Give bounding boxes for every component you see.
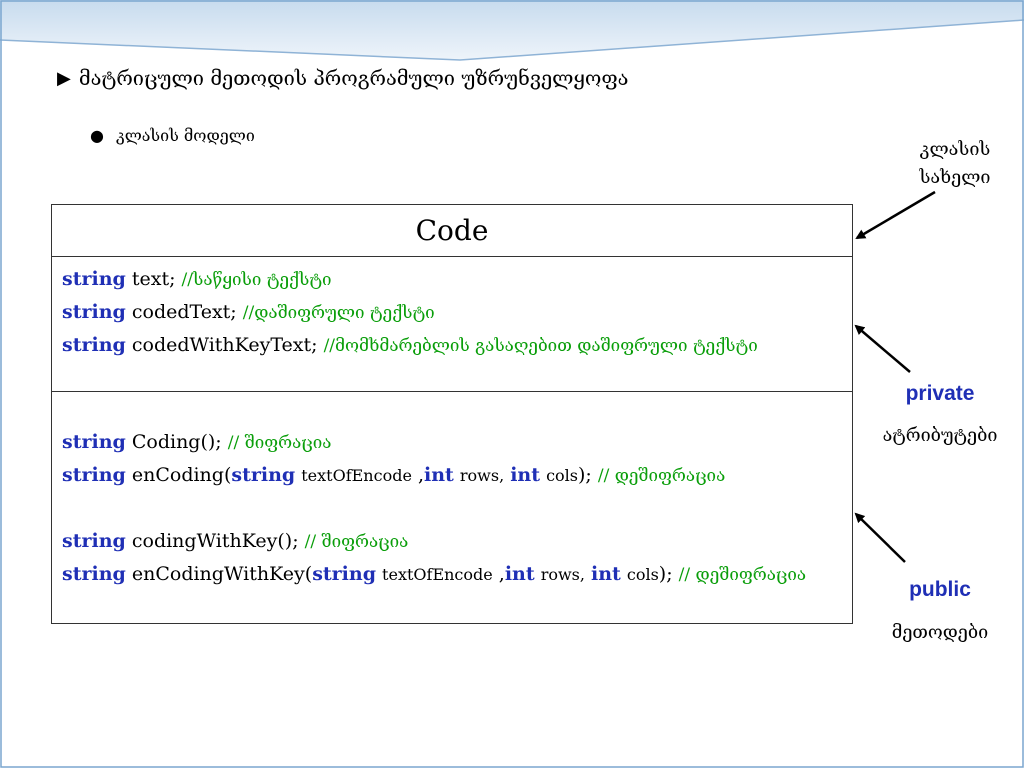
uml-class-name: Code [52,205,852,257]
circle-bullet-icon: ● [90,126,104,145]
attribute-decl: codedWithKeyText; [131,334,318,356]
method-line: string enCoding(string textOfEncode ,int… [62,459,852,492]
attribute-line: string text; //საწყისი ტექსტი [62,263,852,296]
code-comment: //საწყისი ტექსტი [181,270,332,290]
uml-methods-section: string Coding(); // შიფრაცია string enCo… [52,392,852,591]
type-keyword: string [62,334,126,356]
param-name: textOfEncode [382,565,493,584]
param-name: cols [546,466,578,485]
param-name: textOfEncode [301,466,412,485]
uml-class-box: Code string text; //საწყისი ტექსტი strin… [51,204,853,624]
class-name-label-line1: კლასის [919,139,991,160]
arrow-public [854,512,906,563]
slide-heading: ▶ მატრიცული მეთოდის პროგრამული უზრუნველყ… [57,66,628,90]
method-decl: Coding(); [131,431,222,453]
class-name-label: კლასის სახელი [900,136,1010,192]
header-band [0,0,1024,60]
param-name: rows, [540,565,585,584]
header-band-edge [0,19,1024,61]
param-name: cols [626,565,659,584]
code-comment: //მომხმარებლის გასაღებით დაშიფრული ტექსტ… [323,336,758,356]
private-label: private [905,382,975,405]
type-keyword: string [62,530,126,552]
attribute-decl: codedText; [131,301,237,323]
attribute-decl: text; [131,268,176,290]
type-keyword: int [504,563,535,585]
param-separator: , [411,464,425,486]
method-decl: codingWithKey(); [131,530,299,552]
param-separator: , [492,563,505,585]
type-keyword: string [62,563,126,585]
triangle-bullet-icon: ▶ [57,67,71,89]
attribute-line: string codedText; //დაშიფრული ტექსტი [62,296,852,329]
type-keyword: string [62,268,126,290]
arrow-class-name [855,190,936,240]
method-name: enCoding( [131,464,232,486]
methods-label: მეთოდები [891,622,989,643]
type-keyword: string [231,464,296,486]
type-keyword: string [312,563,376,585]
arrow-private [854,324,911,373]
code-comment: // შიფრაცია [227,433,332,453]
type-keyword: int [510,464,541,486]
bullet-item: ● კლასის მოდელი [90,126,255,145]
method-close: ); [577,464,592,486]
class-name-label-line2: სახელი [919,167,991,188]
type-keyword: int [591,563,621,585]
param-name: rows, [459,466,505,485]
attribute-line: string codedWithKeyText; //მომხმარებლის … [62,329,852,362]
bullet-text: კლასის მოდელი [115,126,255,145]
type-keyword: string [62,431,126,453]
method-close: ); [658,563,673,585]
code-comment: // შიფრაცია [304,532,409,552]
code-comment: // დეშიფრაცია [597,466,726,486]
type-keyword: string [62,464,126,486]
method-line: string enCodingWithKey(string textOfEnco… [62,558,852,591]
type-keyword: string [62,301,126,323]
attributes-label: ატრიბუტები [882,425,998,446]
code-comment: // დეშიფრაცია [678,565,807,585]
method-line: string codingWithKey(); // შიფრაცია [62,525,852,558]
method-name: enCodingWithKey( [131,563,313,585]
uml-attributes-section: string text; //საწყისი ტექსტი string cod… [52,257,852,392]
method-line: string Coding(); // შიფრაცია [62,426,852,459]
type-keyword: int [424,464,454,486]
heading-text: მატრიცული მეთოდის პროგრამული უზრუნველყოფ… [78,66,629,90]
blank-line [62,492,852,525]
code-comment: //დაშიფრული ტექსტი [242,303,435,323]
public-label: public [909,578,971,601]
